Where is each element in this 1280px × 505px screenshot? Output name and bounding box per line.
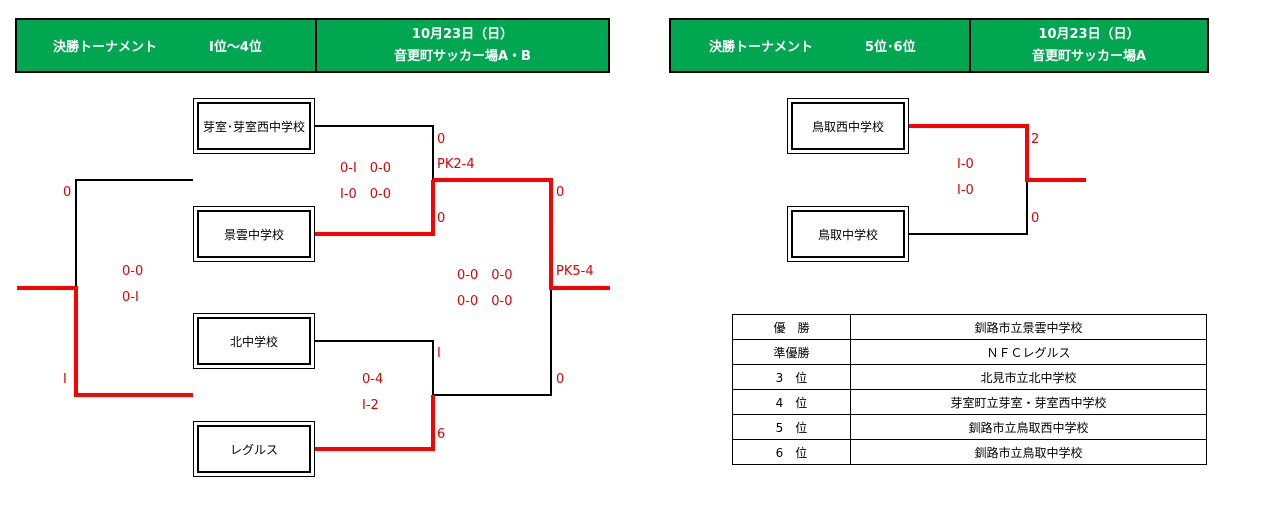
rank-cell: 6 位 (732, 439, 851, 465)
score-final-top: 0 (556, 185, 565, 200)
score-third-half1: 0-0 (122, 264, 144, 279)
line-semi2-winner (315, 395, 435, 451)
score-fifth-half1: Ⅰ-0 (957, 157, 974, 172)
rank-cell: 優 勝 (732, 314, 851, 340)
rank-cell: 5 位 (732, 414, 851, 440)
score-final-pk: PK5-4 (556, 264, 594, 279)
header-date: 10月23日（日） (411, 26, 514, 42)
header-date-venue: 10月23日（日） 音更町サッカー場A (971, 20, 1207, 71)
score-final-bottom: 0 (556, 372, 565, 387)
line-semi2-top (315, 340, 434, 395)
score-semi2-half2: Ⅰ-2 (362, 398, 379, 413)
score-semi2-top: Ⅰ (437, 346, 441, 361)
score-fifth-half2: Ⅰ-0 (957, 183, 974, 198)
school-cell: 芽室町立芽室・芽室西中学校 (850, 389, 1207, 415)
team-name: 北中学校 (197, 317, 311, 365)
rank-cell: 4 位 (732, 389, 851, 415)
score-final-half1: 0-0 0-0 (457, 268, 513, 283)
school-cell: 釧路市立景雲中学校 (850, 314, 1207, 340)
score-semi1-half1: 0-Ⅰ 0-0 (340, 161, 392, 176)
header-5th-6th: 決勝トーナメント 5位･6位 10月23日（日） 音更町サッカー場A (669, 18, 1209, 73)
header-venue: 音更町サッカー場A (1031, 48, 1147, 64)
table-row: 3 位北見市立北中学校 (732, 364, 1207, 390)
score-fifth-bottom: 0 (1031, 211, 1040, 226)
header-1st-4th: 決勝トーナメント Ⅰ位～4位 10月23日（日） 音更町サッカー場A・B (15, 18, 610, 73)
table-row: 4 位芽室町立芽室・芽室西中学校 (732, 389, 1207, 415)
score-fifth-top: 2 (1031, 132, 1040, 147)
team-name: 鳥取中学校 (791, 210, 905, 258)
table-row: 5 位釧路市立鳥取西中学校 (732, 414, 1207, 440)
header-date: 10月23日（日） (1038, 26, 1140, 42)
header-title: 決勝トーナメント Ⅰ位～4位 (17, 20, 317, 71)
team-name: 鳥取西中学校 (791, 102, 905, 150)
score-semi1-top: 0 (437, 132, 446, 147)
school-cell: 釧路市立鳥取中学校 (850, 439, 1207, 465)
score-third-bottom: Ⅰ (63, 372, 67, 387)
line-third-winner (17, 286, 193, 397)
line-final-bottom (433, 288, 552, 396)
line-semi1-top (315, 125, 434, 180)
team-box: 北中学校 (193, 313, 315, 369)
table-row: 6 位釧路市立鳥取中学校 (732, 439, 1207, 465)
score-third-top: 0 (63, 185, 72, 200)
line-fifth-bottom (908, 180, 1028, 235)
team-box: 鳥取中学校 (787, 206, 909, 262)
school-cell: 釧路市立鳥取西中学校 (850, 414, 1207, 440)
team-name: 景雲中学校 (197, 210, 311, 258)
team-name: 芽室･芽室西中学校 (197, 102, 311, 150)
line-final-winner (433, 178, 610, 290)
team-box: 景雲中学校 (193, 206, 315, 262)
team-box: 鳥取西中学校 (787, 98, 909, 154)
score-third-half2: 0-Ⅰ (122, 290, 139, 305)
line-third-top (75, 179, 193, 288)
school-cell: ＮＦＣレグルス (850, 339, 1207, 365)
score-semi1-half2: Ⅰ-0 0-0 (340, 187, 392, 202)
header-title: 決勝トーナメント 5位･6位 (671, 20, 971, 71)
score-semi2-bottom: 6 (437, 427, 446, 442)
rank-cell: 準優勝 (732, 339, 851, 365)
score-semi1-pk: PK2-4 (437, 157, 475, 172)
team-box: レグルス (193, 421, 315, 477)
line-semi1-winner (315, 180, 435, 236)
rank-cell: 3 位 (732, 364, 851, 390)
header-date-venue: 10月23日（日） 音更町サッカー場A・B (317, 20, 608, 71)
header-venue: 音更町サッカー場A・B (394, 48, 531, 64)
line-fifth-winner (908, 124, 1086, 182)
team-name: レグルス (197, 425, 311, 473)
school-cell: 北見市立北中学校 (850, 364, 1207, 390)
score-semi1-bottom: 0 (437, 211, 446, 226)
score-final-half2: 0-0 0-0 (457, 294, 513, 309)
score-semi2-half1: 0-4 (362, 372, 384, 387)
table-row: 優 勝釧路市立景雲中学校 (732, 314, 1207, 340)
team-box: 芽室･芽室西中学校 (193, 98, 315, 154)
